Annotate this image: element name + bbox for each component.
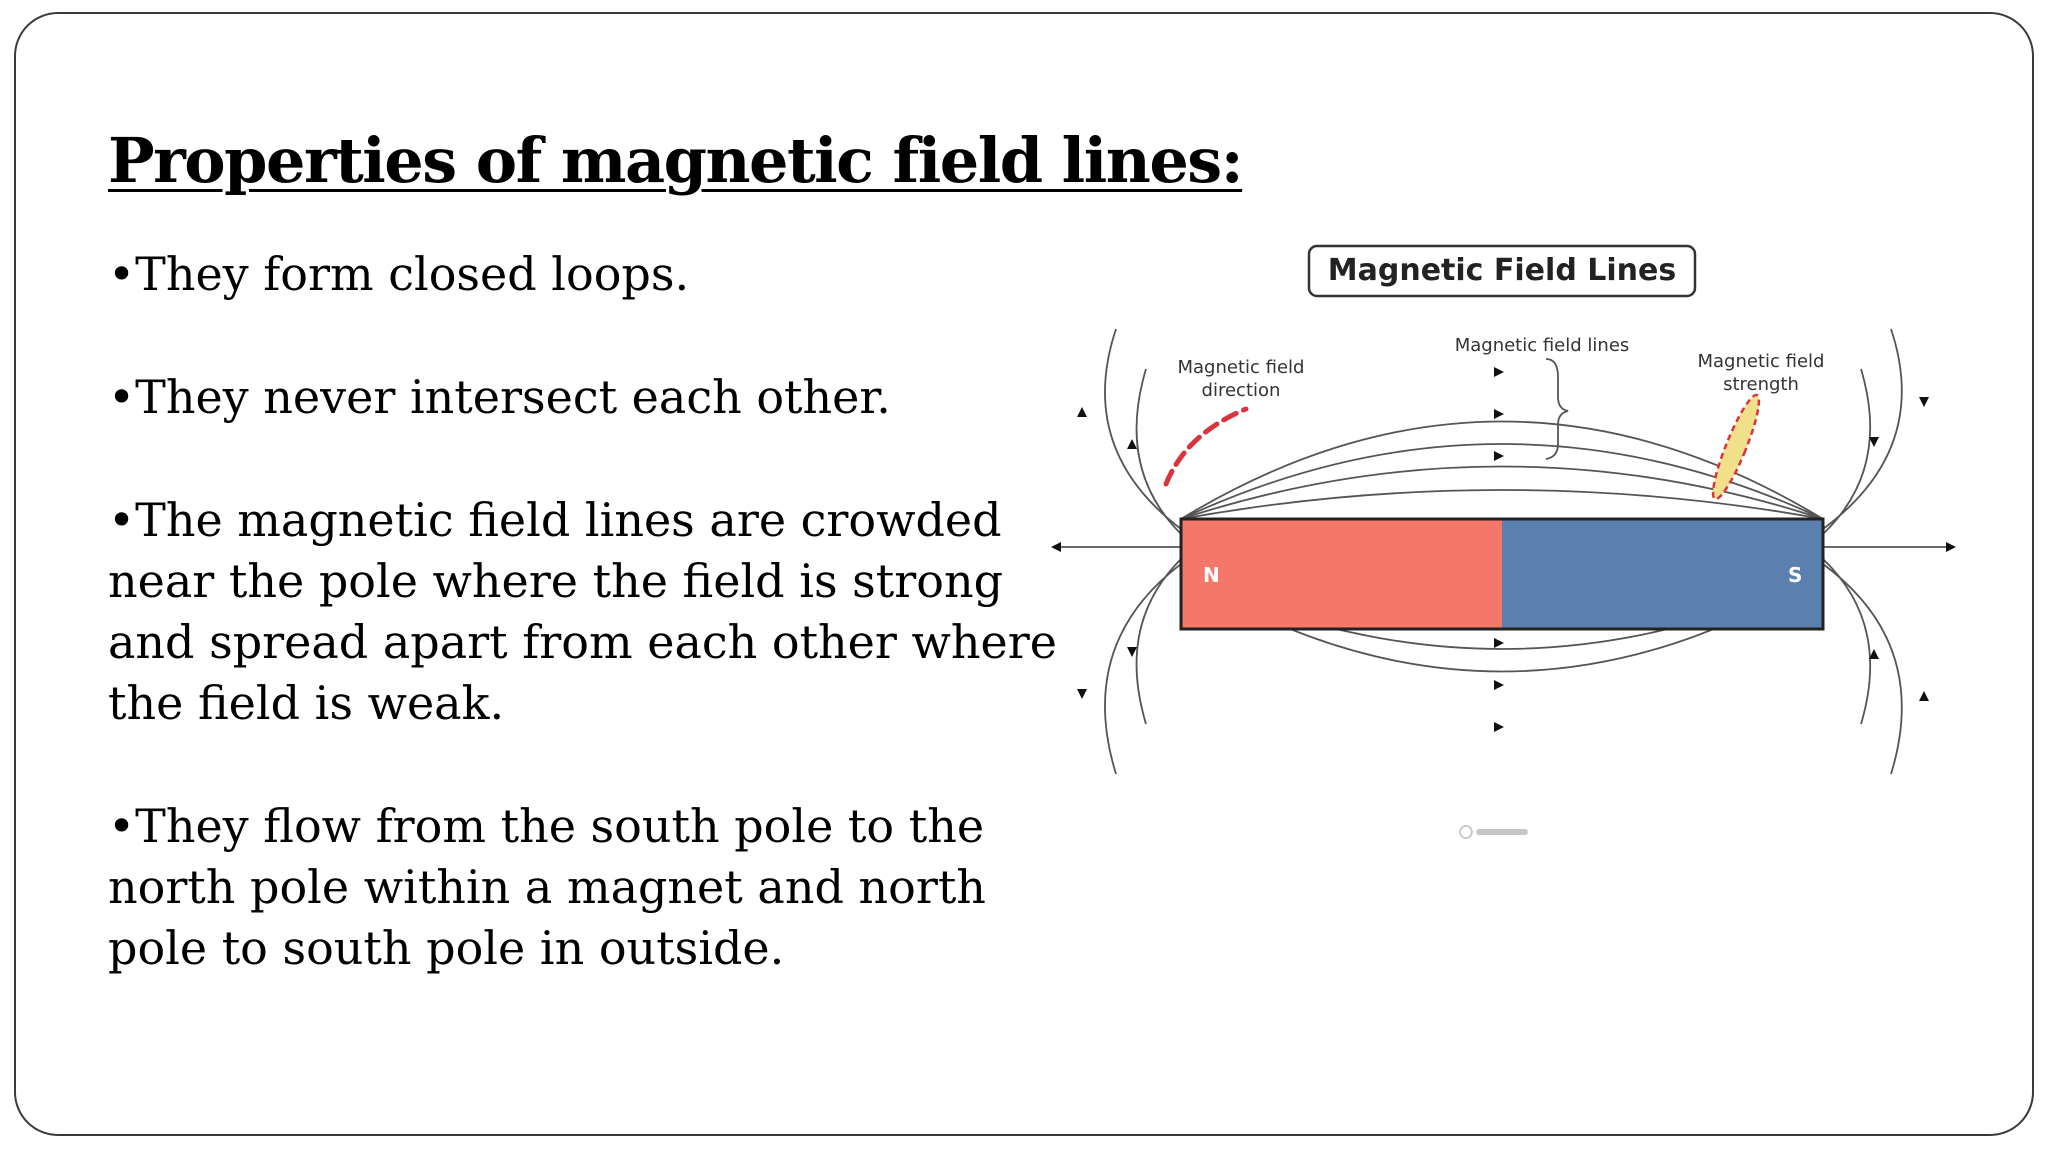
- arrow-icon: [1869, 437, 1879, 447]
- brace-icon: [1545, 358, 1569, 460]
- bullet-item: The magnetic field lines are crowded nea…: [108, 490, 1068, 734]
- slide: Properties of magnetic field lines: They…: [14, 12, 2034, 1136]
- field-line: [1822, 368, 1872, 535]
- arrow-icon: [1919, 691, 1929, 701]
- field-line: [1822, 558, 1872, 725]
- arrow-icon: [1494, 451, 1504, 461]
- field-lines-illustration: Magnetic Field Lines: [1051, 244, 1956, 839]
- arrow-icon: [1919, 397, 1929, 407]
- field-lines-label: Magnetic field lines: [1455, 335, 1630, 356]
- north-pole: [1181, 519, 1502, 629]
- arrow-icon: [1127, 439, 1137, 449]
- bullet-item: They form closed loops.: [108, 244, 1068, 305]
- magnetic-field-diagram: Magnetic Field Lines: [1046, 229, 1966, 869]
- field-line: [1135, 558, 1182, 725]
- arrow-icon: [1494, 367, 1504, 377]
- field-line: [1822, 328, 1903, 530]
- slide-title: Properties of magnetic field lines:: [108, 124, 1244, 197]
- bar-magnet: [1179, 517, 1825, 631]
- direction-highlight: [1163, 406, 1249, 487]
- south-pole: [1502, 519, 1823, 629]
- field-line: [1180, 465, 1824, 520]
- bullet-text: They never intersect each other.: [135, 370, 891, 424]
- bullet-item: They flow from the south pole to the nor…: [108, 796, 1068, 979]
- bullet-text: The magnetic field lines are crowded nea…: [108, 493, 1057, 730]
- south-pole-label: S: [1788, 563, 1802, 587]
- field-line: [1180, 443, 1824, 520]
- field-line: [1180, 489, 1824, 520]
- field-line: [1135, 368, 1182, 535]
- watermark-logo: [1459, 825, 1528, 839]
- strength-label-line1: Magnetic field: [1698, 351, 1825, 372]
- arrow-icon: [1494, 722, 1504, 732]
- north-pole-label: N: [1203, 563, 1220, 587]
- bullet-item: They never intersect each other.: [108, 367, 1068, 428]
- field-line: [1104, 328, 1182, 530]
- arrow-icon: [1869, 649, 1879, 659]
- strength-label-line2: strength: [1723, 374, 1799, 395]
- figure-title: Magnetic Field Lines: [1328, 253, 1676, 288]
- direction-label-line1: Magnetic field: [1178, 357, 1305, 378]
- arrow-icon: [1494, 409, 1504, 419]
- bullet-list: They form closed loops. They never inter…: [108, 244, 1068, 1041]
- direction-label-line2: direction: [1202, 380, 1281, 401]
- arrow-icon: [1077, 407, 1087, 417]
- arrow-icon: [1494, 680, 1504, 690]
- strength-highlight: [1711, 393, 1761, 501]
- bullet-text: They flow from the south pole to the nor…: [108, 799, 986, 975]
- figure-title-box: [1307, 244, 1697, 298]
- arrow-icon: [1127, 647, 1137, 657]
- arrow-icon: [1494, 638, 1504, 648]
- field-line: [1822, 563, 1903, 775]
- bullet-text: They form closed loops.: [135, 247, 690, 301]
- field-line: [1104, 563, 1182, 775]
- arrow-icon: [1077, 689, 1087, 699]
